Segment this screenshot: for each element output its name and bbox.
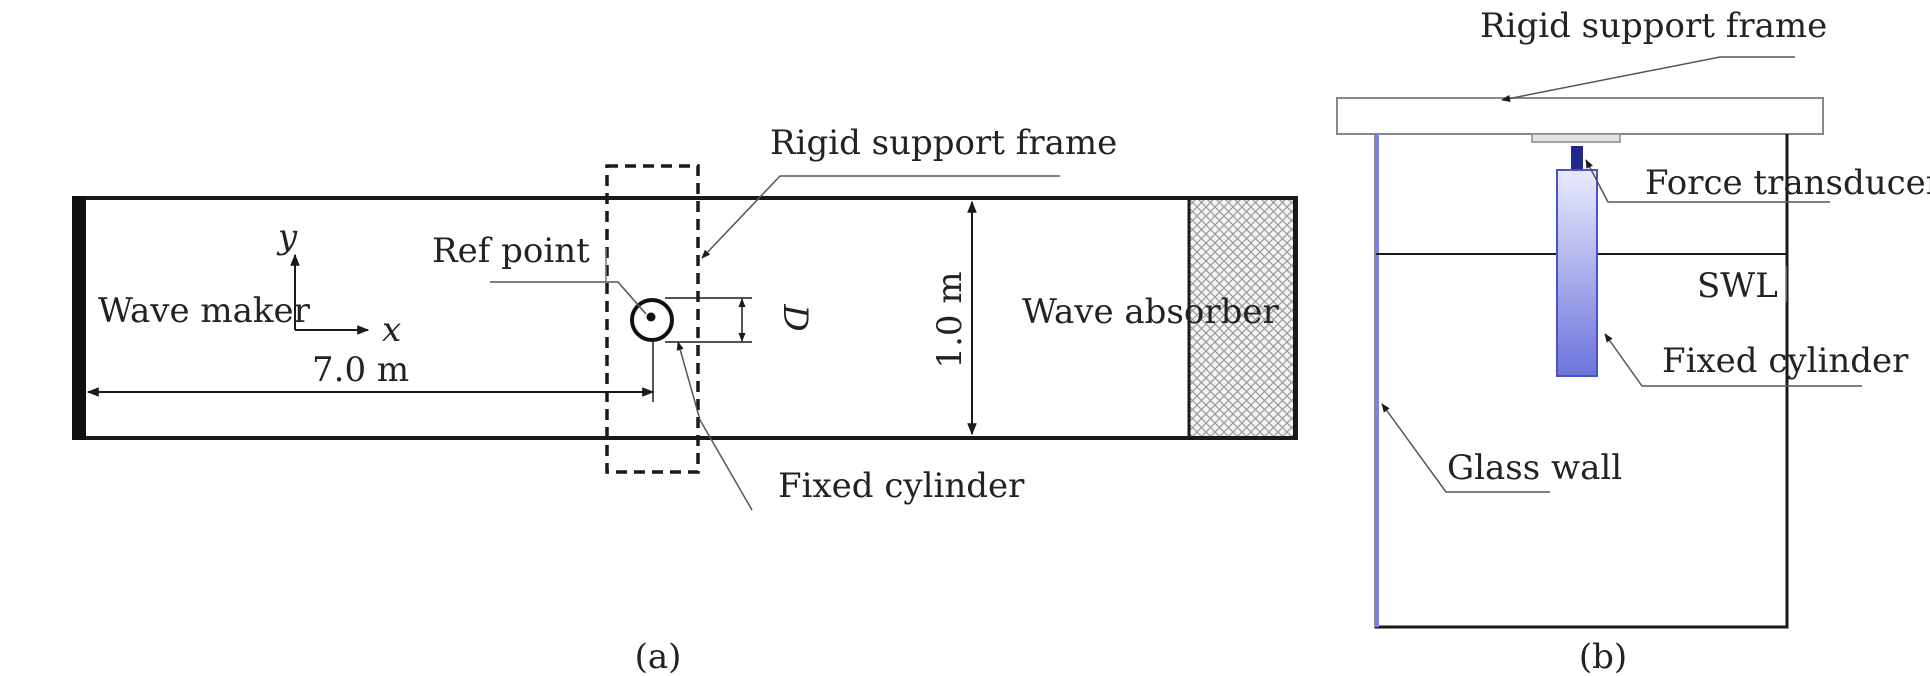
support-frame-plate <box>1336 97 1824 135</box>
swl-label: SWL <box>1697 266 1778 306</box>
wave-maker-label: Wave maker <box>98 291 311 331</box>
panel-b-caption: (b) <box>1579 637 1627 676</box>
cylinder-leader-b <box>1604 333 1862 387</box>
cylinder-body <box>1556 169 1598 377</box>
glass-wall-leader <box>1381 403 1550 493</box>
ref-point-label: Ref point <box>432 231 590 271</box>
force-transducer <box>1571 146 1583 170</box>
cylinder-leader-a <box>676 341 753 511</box>
transducer-leader <box>1585 159 1830 203</box>
fixed-cylinder-label-a: Fixed cylinder <box>778 466 1025 506</box>
x-axis-label: x <box>382 310 401 350</box>
force-transducer-label: Force transducer <box>1645 163 1930 203</box>
frame-leader-a <box>701 175 1060 259</box>
rigid-support-frame-label-a: Rigid support frame <box>770 123 1117 163</box>
panel-a: Wave maker y x 7.0 m Ref point Rigid sup… <box>72 123 1298 676</box>
glass-wall-label: Glass wall <box>1447 448 1622 488</box>
rigid-support-frame-label-b: Rigid support frame <box>1480 6 1827 46</box>
width-label: 1.0 m <box>930 271 970 368</box>
panel-b: Rigid support frame Force transducer SWL… <box>1336 6 1930 676</box>
ref-point-leader <box>490 281 647 315</box>
wave-maker-paddle <box>72 196 86 440</box>
y-axis-label: y <box>276 217 298 257</box>
panel-a-caption: (a) <box>635 637 682 676</box>
ref-point-dot <box>646 312 656 322</box>
distance-label: 7.0 m <box>312 350 409 390</box>
support-frame-outline <box>605 164 700 474</box>
wave-absorber-block <box>1188 198 1295 438</box>
diameter-label: D <box>775 303 815 331</box>
frame-leader-b <box>1501 56 1795 102</box>
fixed-cylinder-label-b: Fixed cylinder <box>1662 341 1909 381</box>
cylinder-circle <box>630 298 674 342</box>
wave-absorber-label: Wave absorber <box>1022 292 1279 332</box>
transducer-mount <box>1531 133 1621 143</box>
